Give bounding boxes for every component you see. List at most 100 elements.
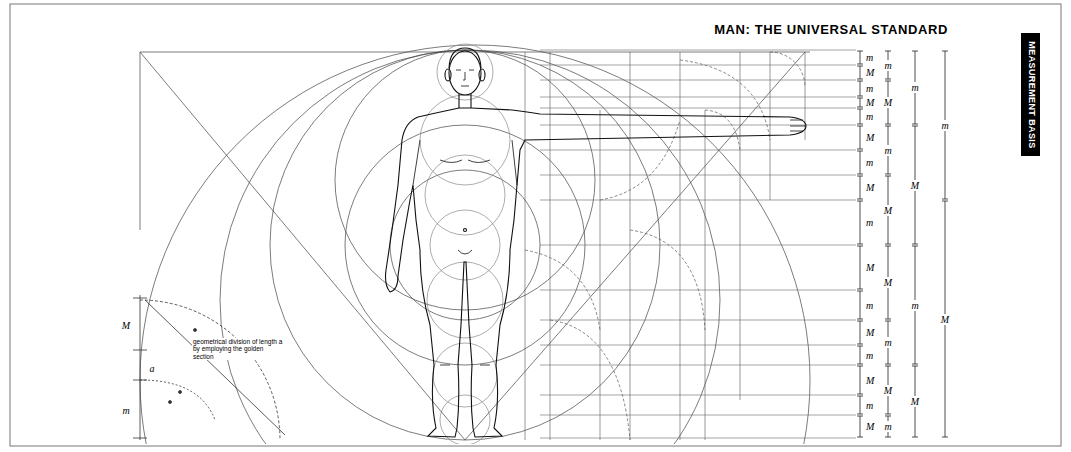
dimension-letter: m — [865, 157, 874, 168]
dimension-bracket — [912, 246, 918, 247]
dimension-bracket — [912, 366, 918, 367]
golden-section-inset — [133, 295, 285, 440]
dimension-bracket — [857, 319, 863, 320]
dimension-bracket — [860, 291, 861, 319]
dimension-bracket — [860, 98, 861, 107]
page-frame — [10, 4, 1061, 446]
dimension-bracket — [885, 366, 891, 367]
vertical-line — [630, 52, 631, 440]
dimension-letter: m — [865, 52, 874, 63]
vertical-line — [740, 52, 741, 400]
dimension-bracket — [885, 79, 891, 80]
construction-circle — [335, 50, 595, 310]
construction-lines — [140, 44, 856, 444]
dimension-bracket — [857, 81, 863, 82]
dimension-bracket — [857, 437, 863, 438]
navel — [464, 229, 467, 232]
golden-arcs — [525, 52, 805, 440]
dimension-bracket — [857, 366, 863, 367]
dimension-bracket — [857, 107, 863, 108]
dimension-bracket — [857, 346, 863, 347]
dimension-bracket — [885, 321, 891, 322]
body-circles — [420, 44, 510, 444]
construction-circle — [140, 45, 810, 444]
golden-arc — [770, 52, 805, 87]
vertical-lines — [525, 52, 805, 440]
vertical-line — [600, 110, 601, 440]
dimension-bracket — [857, 109, 863, 110]
dimension-bracket — [860, 321, 861, 344]
inset-axis — [140, 295, 141, 440]
dimension-bracket — [885, 437, 891, 438]
ear — [479, 69, 485, 81]
golden-arc — [680, 60, 770, 140]
dimension-bracket — [857, 66, 863, 67]
dimension-bracket — [885, 176, 891, 177]
dimension-bracket — [942, 51, 948, 52]
dimension-letter: M — [121, 320, 131, 331]
dimension-bracket — [860, 366, 861, 394]
dimension-bracket — [912, 124, 918, 125]
dimension-letter: m — [121, 405, 130, 416]
dimension-bracket — [885, 51, 891, 52]
dimension-bracket — [857, 174, 863, 175]
vertical-line — [525, 52, 526, 440]
golden-arc — [600, 120, 680, 200]
dimension-letter: m — [865, 83, 874, 94]
inset-dot — [179, 391, 182, 394]
dimension-letter: M — [883, 205, 893, 216]
dimension-letter: m — [883, 421, 892, 432]
dimension-bracket — [860, 416, 861, 437]
dimension-bracket — [885, 246, 891, 247]
dimension-bracket — [885, 174, 891, 175]
inset-ticks — [133, 298, 147, 438]
dimension-bracket — [912, 51, 918, 52]
dimension-bracket — [860, 396, 861, 414]
dimension-bracket — [942, 437, 948, 438]
level-guide — [540, 50, 856, 438]
dimension-bracket — [857, 51, 863, 52]
body-circle — [437, 44, 493, 100]
body-circle — [427, 262, 503, 338]
dimension-bracket — [860, 109, 861, 124]
dimension-letter: M — [865, 97, 875, 108]
dimension-bracket — [885, 124, 891, 125]
dimension-bracket — [857, 126, 863, 127]
dimension-bracket — [857, 64, 863, 65]
dimension-bracket — [885, 319, 891, 320]
dimension-letter: m — [940, 120, 949, 131]
dimension-letter: m — [910, 82, 919, 93]
dimension-letter: M — [865, 67, 875, 78]
dimension-letter: m — [883, 145, 892, 156]
dimension-bracket — [912, 244, 918, 245]
inset-note: geometrical division of length a by empl… — [192, 338, 286, 360]
dimension-bracket — [857, 396, 863, 397]
body-outline — [386, 108, 807, 437]
vertical-line — [770, 52, 771, 200]
dimension-bracket — [860, 151, 861, 174]
dimension-letter: a — [149, 363, 156, 374]
dimension-letter: m — [865, 350, 874, 361]
dimension-letter: M — [940, 314, 950, 325]
dimension-letter: M — [883, 277, 893, 288]
title-text: MAN: THE UNIVERSAL STANDARD — [714, 22, 948, 37]
dimension-letter: m — [883, 60, 892, 71]
inset-dot — [169, 401, 172, 404]
level-guides — [540, 50, 856, 438]
golden-arc — [550, 320, 630, 440]
dimension-bracket — [860, 126, 861, 149]
dimension-letter: M — [910, 180, 920, 191]
dimension-bracket — [885, 81, 891, 82]
dimension-bracket — [857, 289, 863, 290]
inset-arc — [140, 380, 215, 420]
dimension-letter: M — [865, 262, 875, 273]
dimension-bracket — [857, 124, 863, 125]
dimension-letter: M — [883, 97, 893, 108]
dimension-bracket — [857, 394, 863, 395]
face — [456, 70, 474, 86]
dimension-bracket — [860, 51, 861, 64]
dimension-bracket — [857, 291, 863, 292]
dimension-brackets — [857, 51, 948, 437]
dimension-bracket — [860, 176, 861, 199]
